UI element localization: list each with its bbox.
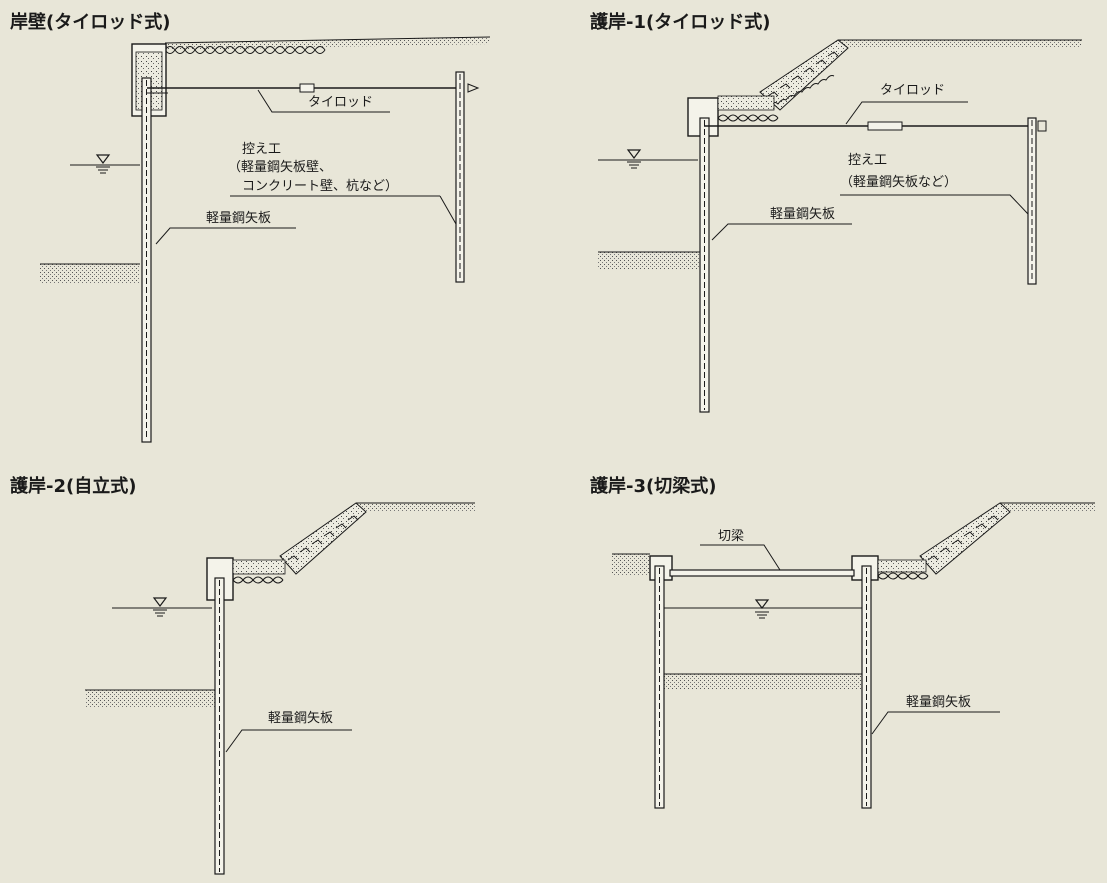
panel-title: 護岸-1(タイロッド式)	[590, 11, 770, 33]
label-tie-rod: タイロッド	[308, 95, 373, 110]
label-sheet-pile: 軽量鋼矢板	[906, 695, 971, 710]
water-level-icon	[626, 149, 642, 169]
panel-revetment-1-tie-rod: 護岸-1(タイロッド式) タイロッド 控え工 （軽量鋼矢板など）	[590, 11, 1082, 413]
panel-title: 岸壁(タイロッド式)	[10, 11, 170, 33]
label-sheet-pile: 軽量鋼矢板	[268, 711, 333, 726]
panel-title: 護岸-2(自立式)	[10, 475, 136, 497]
strut-beam	[669, 569, 855, 577]
label-anchor-1: 控え工	[242, 142, 281, 157]
label-strut: 切梁	[718, 529, 744, 544]
label-sheet-pile: 軽量鋼矢板	[206, 211, 271, 226]
slope-armor	[279, 502, 367, 575]
label-anchor-2: （軽量鋼矢板壁、	[228, 160, 332, 175]
label-anchor-1: 控え工	[848, 153, 887, 168]
turnbuckle	[299, 83, 315, 93]
turnbuckle	[867, 121, 903, 131]
label-anchor-3: コンクリート壁、杭など）	[242, 179, 398, 194]
panel-title: 護岸-3(切梁式)	[590, 475, 716, 497]
label-anchor-2: （軽量鋼矢板など）	[840, 175, 957, 190]
label-tie-rod: タイロッド	[880, 83, 945, 98]
slope-armor	[919, 502, 1011, 575]
water-level-icon	[152, 597, 168, 617]
panel-revetment-3-strut: 護岸-3(切梁式) 切梁 軽量鋼矢板	[590, 475, 1095, 809]
water-level-icon	[95, 154, 111, 174]
label-sheet-pile: 軽量鋼矢板	[770, 207, 835, 222]
panel-quay-wall-tie-rod: 岸壁(タイロッド式) タイロッド 控え工 （軽量鋼矢板壁、	[10, 11, 491, 443]
panel-revetment-2-cantilever: 護岸-2(自立式) 軽量鋼矢板	[10, 475, 475, 875]
armor-stones	[164, 46, 326, 54]
seabed	[40, 264, 140, 284]
backfill-ground	[165, 37, 490, 50]
water-level-icon	[754, 599, 770, 619]
